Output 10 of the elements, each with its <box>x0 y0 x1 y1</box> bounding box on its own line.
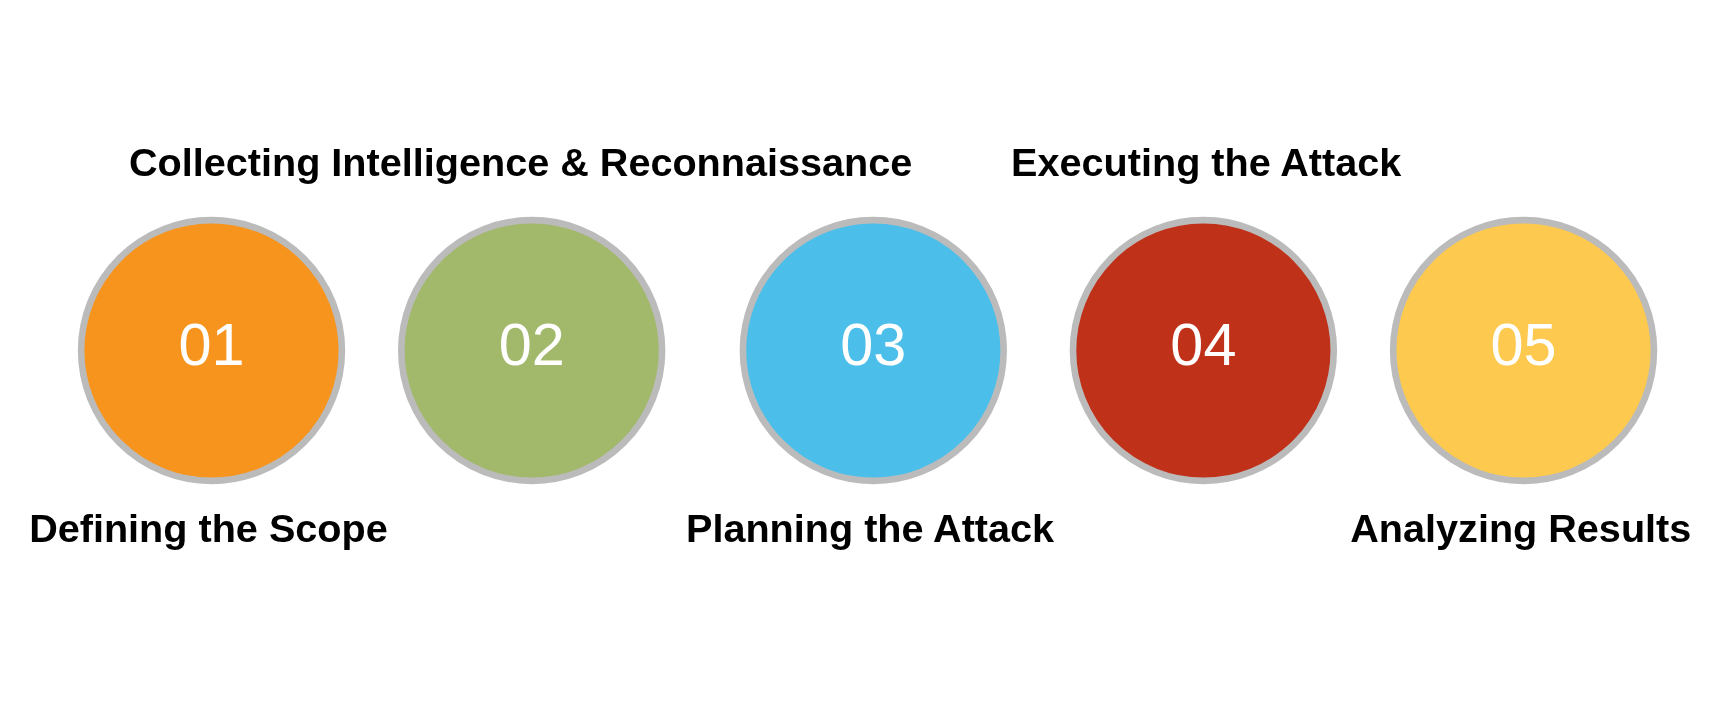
node-label: Defining the Scope <box>29 506 388 551</box>
node-circle: 02 <box>398 216 666 485</box>
node-circle: 05 <box>1389 216 1658 485</box>
node-circle: 03 <box>739 216 1007 485</box>
node-circle: 04 <box>1069 216 1338 485</box>
node-label: Executing the Attack <box>1011 139 1402 184</box>
node-label: Planning the Attack <box>686 506 1055 551</box>
node-label: Collecting Intelligence & Reconnaissance <box>129 139 913 184</box>
node-label: Analyzing Results <box>1350 506 1692 551</box>
node-circle: 01 <box>77 216 346 485</box>
